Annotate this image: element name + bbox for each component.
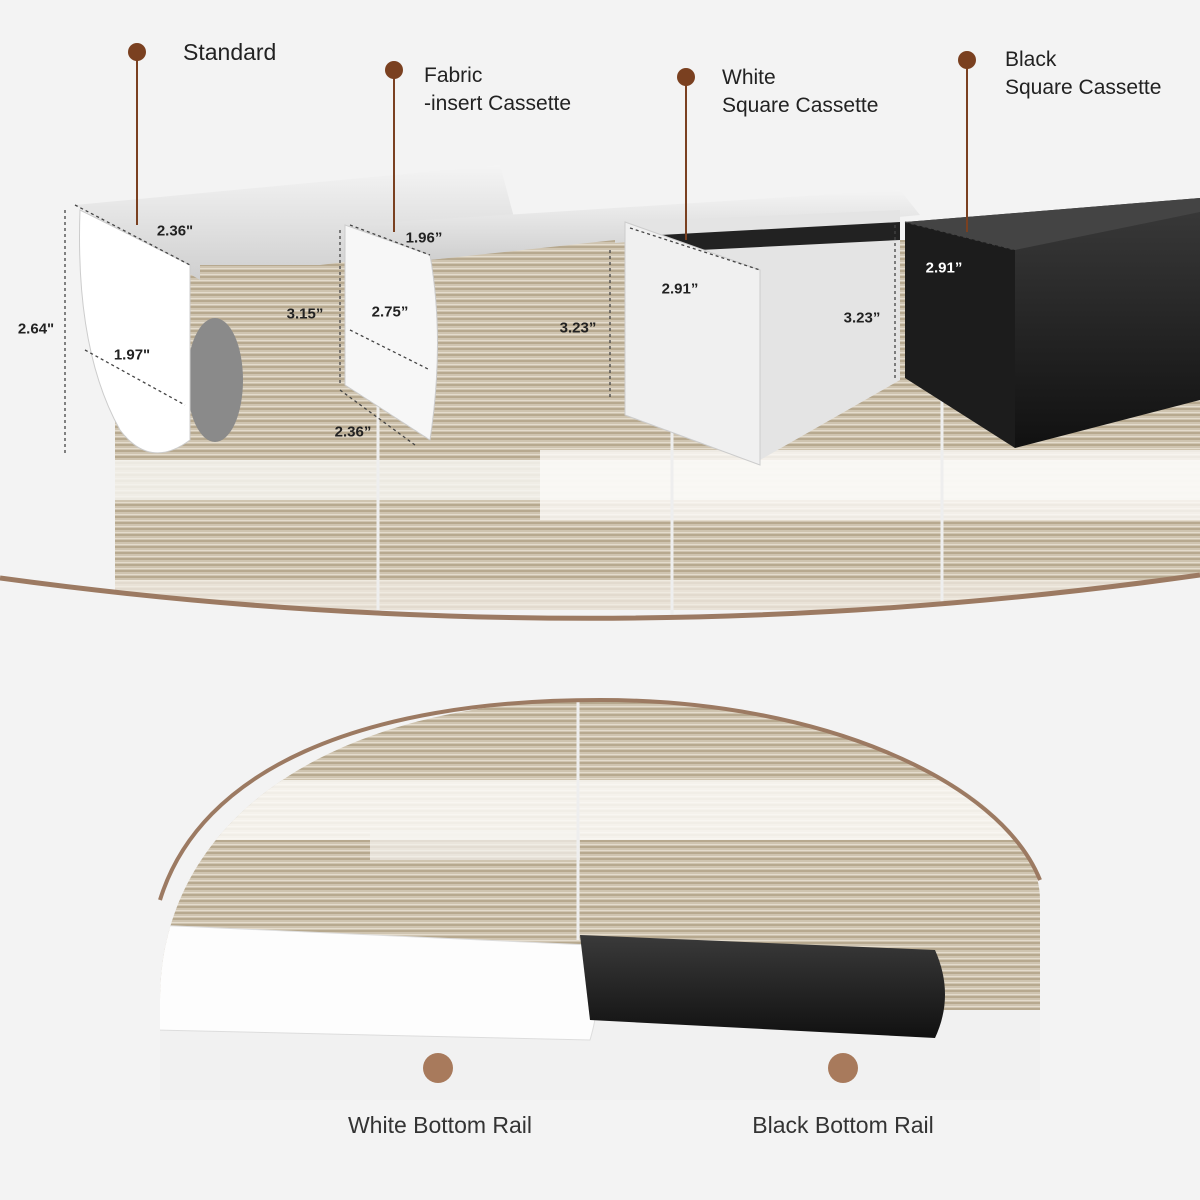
label-black-square: Black Square Cassette bbox=[1005, 48, 1162, 99]
dim-standard-depth: 2.36" bbox=[156, 222, 194, 240]
dim-white-height: 3.23” bbox=[843, 309, 881, 327]
white-rail-dot bbox=[423, 1053, 453, 1083]
standard-headrail bbox=[75, 165, 520, 454]
label-fabric-insert: Fabric -insert Cassette bbox=[424, 64, 572, 115]
dim-white-depth: 2.91” bbox=[661, 280, 699, 298]
dim-standard-height: 2.64" bbox=[17, 320, 55, 338]
white-square-cassette bbox=[624, 210, 900, 466]
dim-standard-width: 1.97" bbox=[113, 346, 151, 364]
white-marker-dot bbox=[677, 68, 695, 86]
dimension-lines bbox=[64, 204, 1016, 455]
dim-fabric-side-height: 3.23” bbox=[559, 319, 597, 337]
label-white-square: White Square Cassette bbox=[722, 66, 879, 117]
black-square-cassette bbox=[905, 198, 1200, 448]
dim-fabric-top: 1.96” bbox=[405, 229, 443, 247]
black-marker-dot bbox=[958, 51, 976, 69]
black-rail-dot bbox=[828, 1053, 858, 1083]
dim-black-depth: 2.91” bbox=[925, 259, 963, 277]
bottom-detail bbox=[160, 700, 1040, 1100]
leader-lines bbox=[136, 60, 968, 240]
black-bottom-rail bbox=[580, 935, 945, 1038]
label-white-bottom-rail: White Bottom Rail bbox=[347, 1112, 533, 1138]
dim-fabric-height: 3.15” bbox=[286, 305, 324, 323]
standard-marker-dot bbox=[128, 43, 146, 61]
dim-fabric-face: 2.75” bbox=[371, 303, 409, 321]
fabric-marker-dot bbox=[385, 61, 403, 79]
white-bottom-rail bbox=[160, 924, 598, 1041]
divider-arc bbox=[0, 572, 1200, 621]
label-standard: Standard bbox=[183, 39, 277, 65]
dim-fabric-depth: 2.36” bbox=[334, 423, 372, 441]
label-black-bottom-rail: Black Bottom Rail bbox=[752, 1112, 934, 1138]
